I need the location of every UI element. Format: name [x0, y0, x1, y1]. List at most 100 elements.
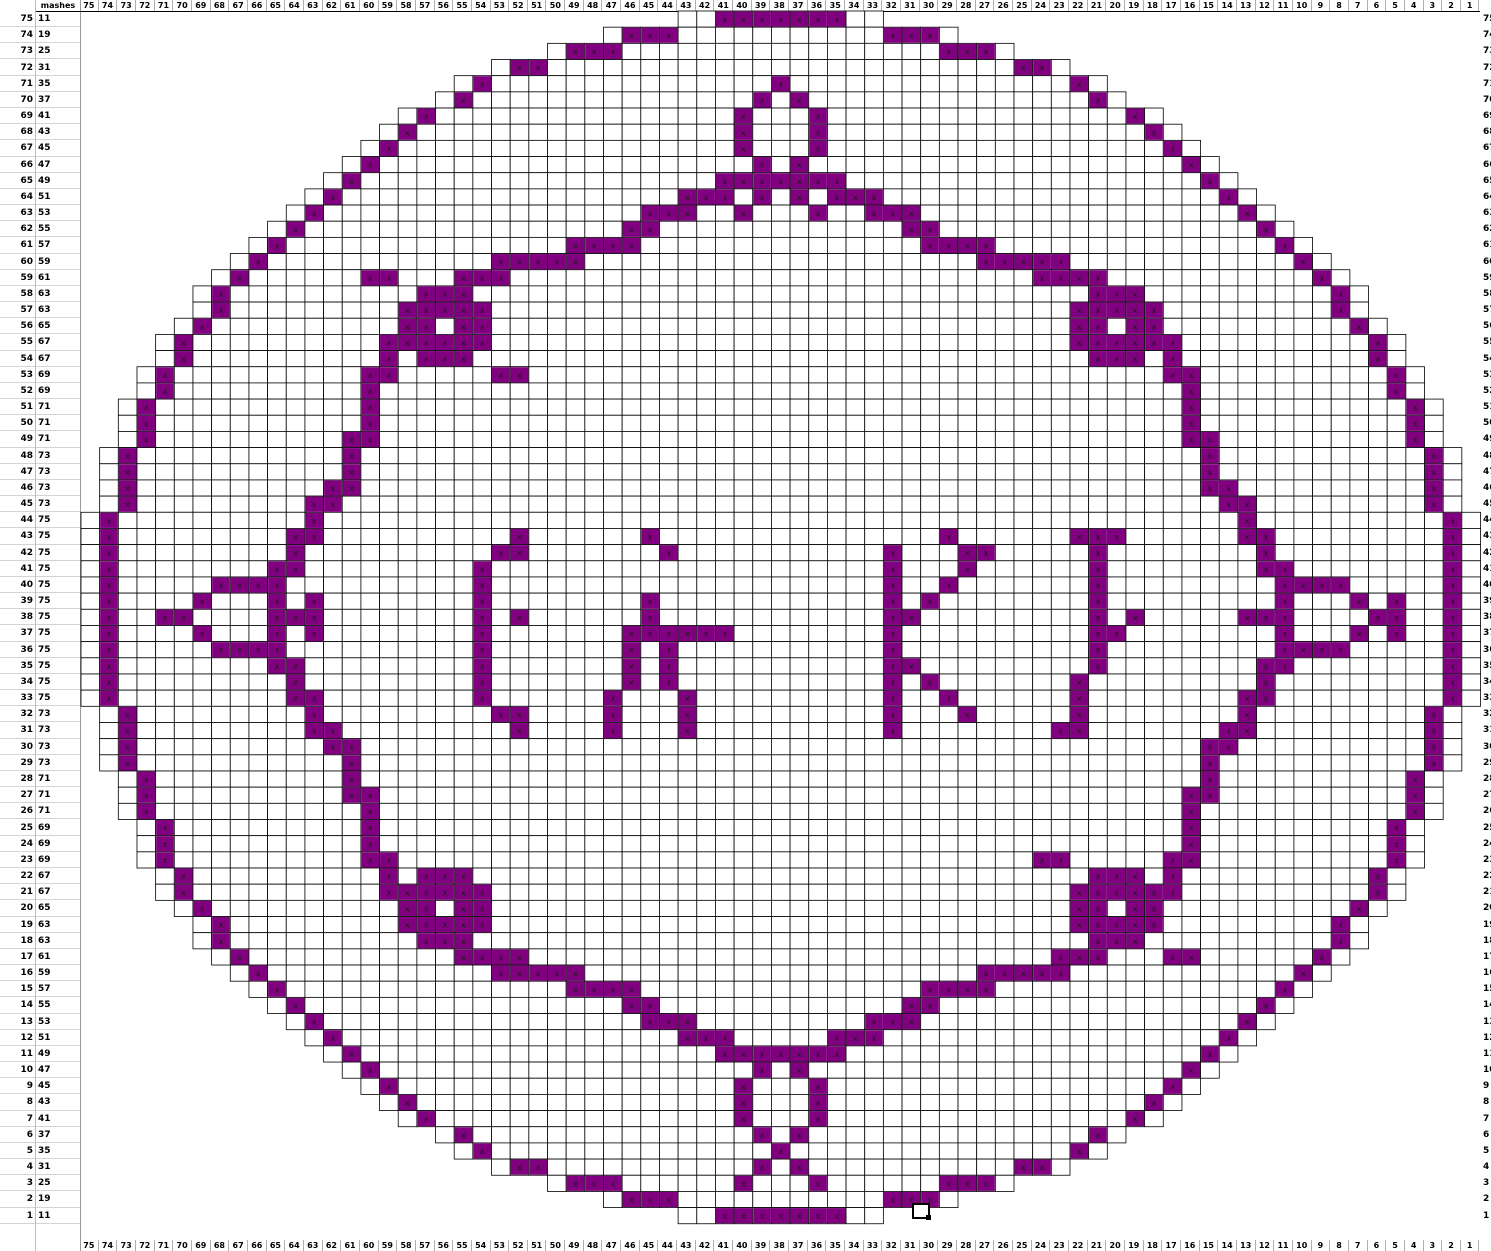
- grid-cell[interactable]: [454, 674, 473, 690]
- grid-cell[interactable]: [790, 1030, 809, 1046]
- grid-cell[interactable]: [492, 1159, 511, 1175]
- grid-cell[interactable]: [212, 722, 231, 738]
- grid-cell[interactable]: [492, 690, 511, 706]
- grid-cell[interactable]: [1070, 852, 1089, 868]
- grid-cell[interactable]: [603, 900, 622, 916]
- grid-cell[interactable]: [1219, 609, 1238, 625]
- grid-cell[interactable]: [417, 448, 436, 464]
- grid-cell[interactable]: [492, 868, 511, 884]
- grid-cell[interactable]: [771, 448, 790, 464]
- grid-cell[interactable]: [865, 270, 884, 286]
- grid-cell[interactable]: [1014, 334, 1033, 350]
- grid-cell[interactable]: [1107, 383, 1126, 399]
- grid-cell[interactable]: [454, 739, 473, 755]
- grid-cell[interactable]: [659, 609, 678, 625]
- grid-cell[interactable]: [715, 318, 734, 334]
- grid-cell[interactable]: [1350, 803, 1369, 819]
- grid-cell[interactable]: [1238, 334, 1257, 350]
- grid-cell[interactable]: [1387, 803, 1406, 819]
- grid-cell[interactable]: [230, 302, 249, 318]
- grid-cell[interactable]: [659, 690, 678, 706]
- grid-cell[interactable]: [790, 722, 809, 738]
- grid-cell[interactable]: [921, 642, 940, 658]
- grid-cell[interactable]: [1275, 383, 1294, 399]
- grid-cell[interactable]: [1070, 739, 1089, 755]
- grid-cell[interactable]: [510, 76, 529, 92]
- grid-cell[interactable]: [1182, 237, 1201, 253]
- grid-cell[interactable]: [902, 173, 921, 189]
- grid-cell[interactable]: [510, 124, 529, 140]
- grid-cell[interactable]: [454, 448, 473, 464]
- grid-cell[interactable]: [268, 852, 287, 868]
- grid-cell[interactable]: [436, 1030, 455, 1046]
- grid-cell[interactable]: [678, 577, 697, 593]
- grid-cell[interactable]: [641, 1143, 660, 1159]
- grid-cell[interactable]: [1126, 124, 1145, 140]
- grid-cell[interactable]: [809, 43, 828, 59]
- grid-cell[interactable]: [1033, 658, 1052, 674]
- grid-cell[interactable]: [436, 1062, 455, 1078]
- grid-cell[interactable]: [566, 1159, 585, 1175]
- grid-cell[interactable]: [1294, 706, 1313, 722]
- grid-cell[interactable]: [846, 803, 865, 819]
- grid-cell[interactable]: [1313, 803, 1332, 819]
- grid-cell[interactable]: [100, 722, 119, 738]
- grid-cell[interactable]: [212, 771, 231, 787]
- grid-cell[interactable]: [118, 771, 137, 787]
- grid-cell[interactable]: [753, 1191, 772, 1207]
- grid-cell[interactable]: [715, 933, 734, 949]
- grid-cell[interactable]: [361, 140, 380, 156]
- grid-cell[interactable]: [1257, 852, 1276, 868]
- grid-cell[interactable]: [361, 512, 380, 528]
- grid-cell[interactable]: [771, 820, 790, 836]
- grid-cell[interactable]: [1182, 593, 1201, 609]
- grid-cell[interactable]: [118, 690, 137, 706]
- grid-cell[interactable]: [286, 383, 305, 399]
- grid-cell[interactable]: [715, 302, 734, 318]
- grid-cell[interactable]: [1201, 836, 1220, 852]
- grid-cell[interactable]: [1126, 739, 1145, 755]
- grid-cell[interactable]: [118, 528, 137, 544]
- grid-cell[interactable]: [995, 351, 1014, 367]
- grid-cell[interactable]: [1257, 464, 1276, 480]
- grid-cell[interactable]: [771, 496, 790, 512]
- grid-cell[interactable]: [622, 173, 641, 189]
- grid-cell[interactable]: [585, 642, 604, 658]
- grid-cell[interactable]: [436, 803, 455, 819]
- grid-cell[interactable]: [1182, 674, 1201, 690]
- grid-cell[interactable]: [1033, 706, 1052, 722]
- grid-cell[interactable]: [249, 803, 268, 819]
- grid-cell[interactable]: [566, 157, 585, 173]
- grid-cell[interactable]: [1313, 448, 1332, 464]
- grid-cell[interactable]: [715, 383, 734, 399]
- grid-cell[interactable]: [977, 1030, 996, 1046]
- grid-cell[interactable]: [585, 609, 604, 625]
- grid-cell[interactable]: [1313, 609, 1332, 625]
- grid-cell[interactable]: [473, 480, 492, 496]
- grid-cell[interactable]: [417, 367, 436, 383]
- grid-cell[interactable]: [995, 124, 1014, 140]
- grid-cell[interactable]: [995, 787, 1014, 803]
- grid-cell[interactable]: [324, 286, 343, 302]
- grid-cell[interactable]: [622, 140, 641, 156]
- grid-cell[interactable]: [1014, 1078, 1033, 1094]
- grid-cell[interactable]: [1182, 545, 1201, 561]
- grid-cell[interactable]: [939, 917, 958, 933]
- grid-cell[interactable]: [846, 464, 865, 480]
- grid-cell[interactable]: [771, 286, 790, 302]
- grid-cell[interactable]: [697, 545, 716, 561]
- grid-cell[interactable]: [1107, 642, 1126, 658]
- grid-cell[interactable]: [1425, 609, 1444, 625]
- grid-cell[interactable]: [809, 949, 828, 965]
- grid-cell[interactable]: [902, 189, 921, 205]
- grid-cell[interactable]: [548, 787, 567, 803]
- grid-cell[interactable]: [324, 561, 343, 577]
- grid-cell[interactable]: [678, 254, 697, 270]
- grid-cell[interactable]: [1145, 949, 1164, 965]
- grid-cell[interactable]: [902, 60, 921, 76]
- grid-cell[interactable]: [137, 545, 156, 561]
- grid-cell[interactable]: [846, 205, 865, 221]
- grid-cell[interactable]: [790, 76, 809, 92]
- grid-cell[interactable]: [641, 900, 660, 916]
- grid-cell[interactable]: [193, 512, 212, 528]
